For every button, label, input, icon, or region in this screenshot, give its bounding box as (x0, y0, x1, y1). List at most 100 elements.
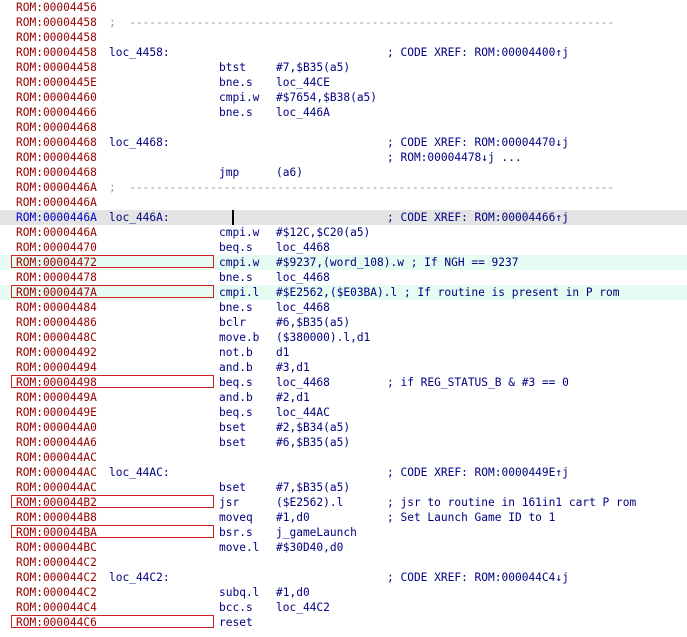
instruction-operands: #1,d0 (276, 586, 310, 599)
line-address: ROM:00004492 (16, 346, 97, 359)
listing-line[interactable]: ROM:0000447A cmpi.l #$E2562,($E03BA).l ; I… (0, 285, 687, 300)
instruction-mnemonic: beq.s (219, 376, 253, 389)
line-address: ROM:00004458 (16, 31, 97, 44)
instruction-mnemonic: move.b (219, 331, 260, 344)
separator-line: ; --------------------------------------… (109, 181, 615, 194)
listing-line[interactable]: ROM:00004468; ROM:00004478↓j ... (0, 150, 687, 165)
instruction-operands: #7,$B35(a5) (276, 481, 351, 494)
line-comment: ; CODE XREF: ROM:0000449E↑j (387, 466, 569, 479)
line-address: ROM:00004478 (16, 271, 97, 284)
instruction-mnemonic: bclr (219, 316, 246, 329)
line-address: ROM:000044C2 (16, 571, 97, 584)
instruction-mnemonic: cmpi.w (219, 91, 260, 104)
line-address: ROM:000044B8 (16, 511, 97, 524)
instruction-operands: loc_44CE (276, 76, 330, 89)
line-address: ROM:000044C4 (16, 601, 97, 614)
line-comment: ; if REG_STATUS_B & #3 == 0 (387, 376, 569, 389)
code-label: loc_446A: (109, 211, 170, 224)
line-address: ROM:00004458 (16, 61, 97, 74)
instruction-mnemonic: cmpi.w (219, 256, 260, 269)
line-address: ROM:00004494 (16, 361, 97, 374)
address-highlight-box (11, 525, 214, 538)
listing-line[interactable]: ROM:00004468 (0, 120, 687, 135)
instruction-mnemonic: beq.s (219, 406, 253, 419)
line-comment: ; Set Launch Game ID to 1 (387, 511, 556, 524)
instruction-operands: #$30D40,d0 (276, 541, 344, 554)
line-address: ROM:0000446A (16, 226, 97, 239)
instruction-mnemonic: bne.s (219, 76, 253, 89)
text-cursor (232, 210, 234, 225)
line-address: ROM:000044BC (16, 541, 97, 554)
instruction-operands: loc_4468 (276, 241, 330, 254)
instruction-operands: #1,d0 (276, 511, 310, 524)
line-address: ROM:00004468 (16, 121, 97, 134)
instruction-operands: ($380000).l,d1 (276, 331, 371, 344)
separator-line: ; --------------------------------------… (109, 16, 615, 29)
line-comment: ; CODE XREF: ROM:00004400↑j (387, 46, 569, 59)
listing-line[interactable]: ROM:000044AC (0, 450, 687, 465)
line-address: ROM:000044AC (16, 451, 97, 464)
listing-line[interactable]: ROM:00004456 (0, 0, 687, 15)
instruction-mnemonic: cmpi.l (219, 286, 260, 299)
instruction-operands: loc_446A (276, 106, 330, 119)
code-label: loc_4458: (109, 46, 170, 59)
listing-line[interactable]: ROM:0000446A (0, 195, 687, 210)
instruction-operands: #$E2562,($E03BA).l ; If routine is prese… (276, 286, 620, 299)
listing-line[interactable]: ROM:0000446A; --------------------------… (0, 180, 687, 195)
line-address: ROM:000044AC (16, 466, 97, 479)
line-address: ROM:000044C2 (16, 556, 97, 569)
instruction-mnemonic: and.b (219, 391, 253, 404)
line-comment: ; CODE XREF: ROM:000044C4↓j (387, 571, 569, 584)
listing-line[interactable]: ROM:000044C2 (0, 555, 687, 570)
instruction-operands: #2,$B34(a5) (276, 421, 351, 434)
line-address: ROM:00004458 (16, 16, 97, 29)
line-address: ROM:00004486 (16, 316, 97, 329)
instruction-mnemonic: bne.s (219, 301, 253, 314)
instruction-mnemonic: bset (219, 481, 246, 494)
line-address: ROM:000044A6 (16, 436, 97, 449)
instruction-operands: #$12C,$C20(a5) (276, 226, 371, 239)
listing-line[interactable]: ROM:00004458 ; --------------------------… (0, 15, 687, 30)
line-address: ROM:00004484 (16, 301, 97, 314)
line-address: ROM:000044C6 (16, 616, 97, 629)
listing-line[interactable]: ROM:00004458 (0, 30, 687, 45)
instruction-mnemonic: bne.s (219, 271, 253, 284)
line-address: ROM:0000449E (16, 406, 97, 419)
line-address: ROM:0000447A (16, 286, 97, 299)
line-address: ROM:0000446A (16, 211, 97, 224)
instruction-mnemonic: bsr.s (219, 526, 253, 539)
